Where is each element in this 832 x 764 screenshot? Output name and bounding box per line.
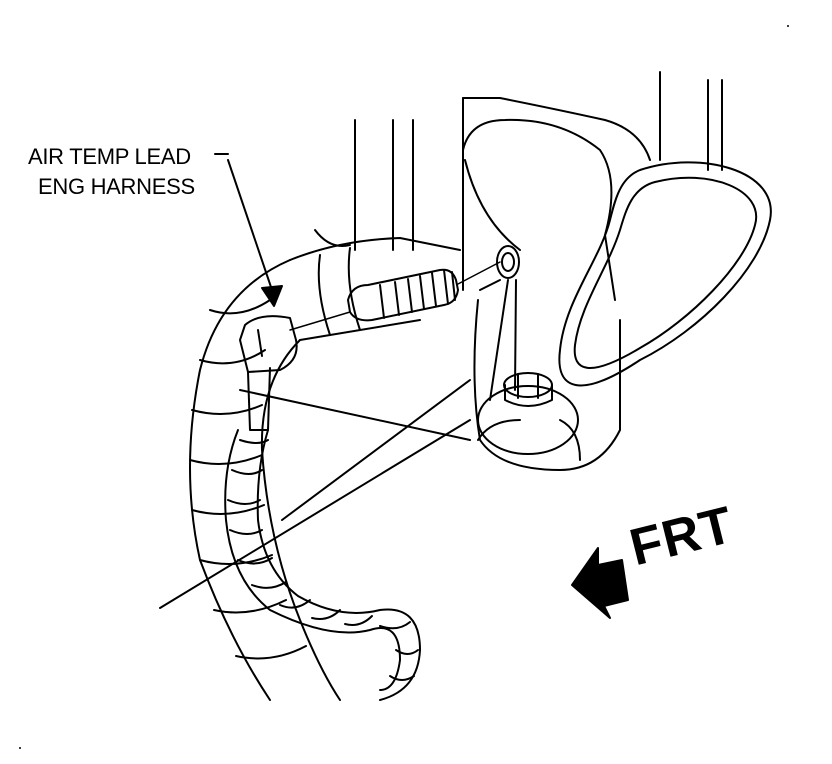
- engine-harness-loom: [189, 237, 461, 701]
- air-temp-sensor: [289, 261, 501, 331]
- intake-elbow-tube: [462, 97, 772, 471]
- background-structure: [159, 71, 723, 609]
- callout-leader: [214, 153, 283, 307]
- arrow-down-filled-icon: [261, 285, 283, 307]
- air-temp-lead-connector: [239, 315, 298, 431]
- air-temp-lead-callout: AIR TEMP LEAD ENG HARNESS: [28, 142, 195, 202]
- air-temp-lead-wire: [224, 429, 421, 701]
- front-direction-arrow: [571, 547, 629, 619]
- callout-line-1: AIR TEMP LEAD: [28, 144, 191, 169]
- callout-line-2: ENG HARNESS: [38, 174, 195, 199]
- bolt: [477, 372, 579, 455]
- arrow-left-filled-icon: [571, 547, 629, 619]
- sensor-port: [479, 245, 520, 401]
